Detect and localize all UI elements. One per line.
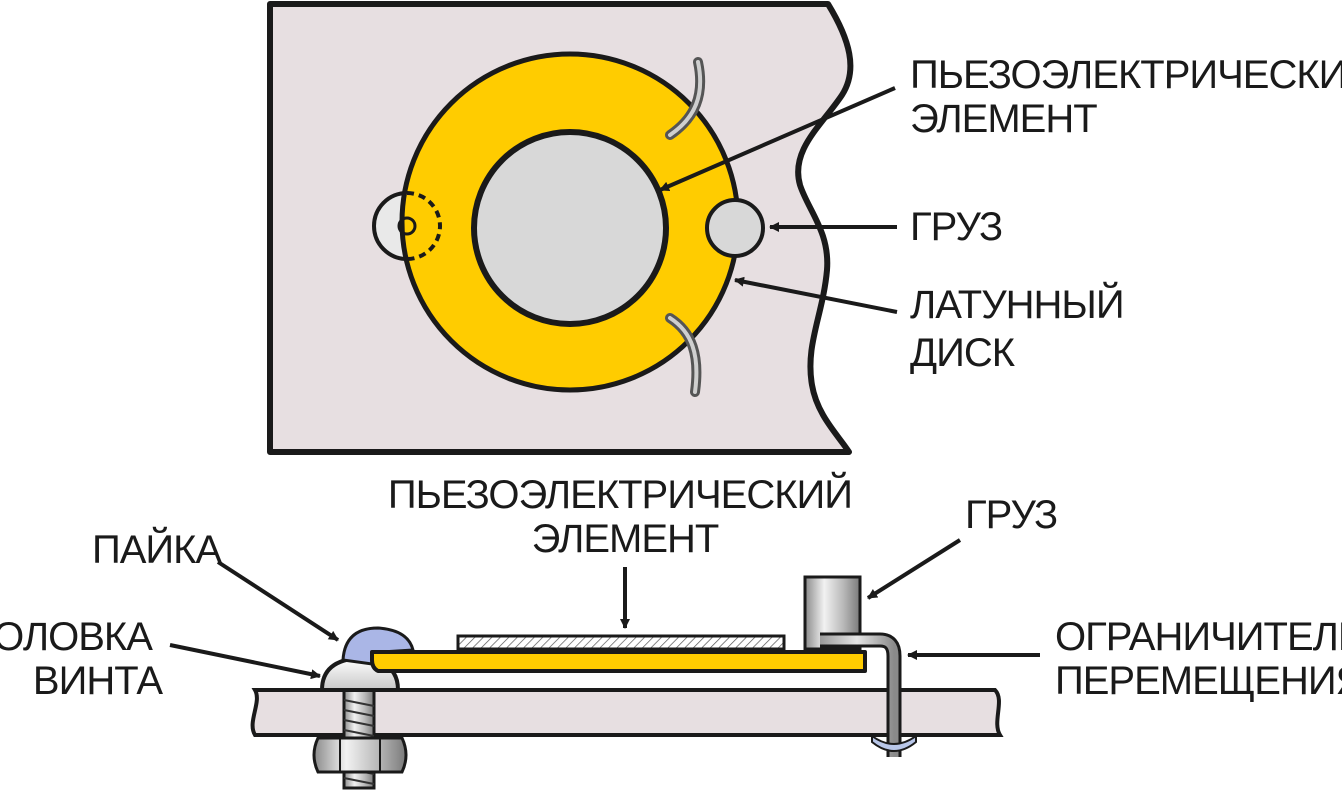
side-base-plate xyxy=(250,688,1004,737)
top-view: ПЬЕЗОЭЛЕКТРИЧЕСКИЙ ЭЛЕМЕНТ ГРУЗ ЛАТУННЫЙ… xyxy=(267,1,1342,455)
top-piezo-label: ПЬЕЗОЭЛЕКТРИЧЕСКИЙ ЭЛЕМЕНТ xyxy=(910,51,1342,141)
side-solder-arrow xyxy=(216,560,340,642)
side-limiter-label: ОГРАНИЧИТЕЛЬ ПЕРЕМЕЩЕНИЯ xyxy=(1055,615,1342,703)
top-screw-hole xyxy=(397,216,417,236)
side-weight-arrow xyxy=(866,538,962,600)
side-brass-disc xyxy=(370,650,867,673)
top-weight-label: ГРУЗ xyxy=(910,205,1002,249)
top-piezo-element xyxy=(471,129,669,327)
top-weight xyxy=(705,198,765,258)
side-view: ПЬЕЗОЭЛЕКТРИЧЕСКИЙ ЭЛЕМЕНТ ГРУЗ ПАЙКА ГО… xyxy=(0,471,1342,790)
side-piezo-element xyxy=(456,634,786,651)
side-solder-label: ПАЙКА xyxy=(92,526,222,572)
side-screw-head-label: ГОЛОВКА ВИНТА xyxy=(0,615,163,703)
side-limiter-fill xyxy=(820,635,899,757)
top-screw-hidden-edge xyxy=(406,191,442,261)
side-screw-head-arrow xyxy=(169,643,321,680)
top-limiter-upper-highlight xyxy=(668,60,703,137)
side-weight-label: ГРУЗ xyxy=(965,493,1057,537)
side-limiter-foot xyxy=(871,734,917,752)
side-piezo-label: ПЬЕЗОЭЛЕКТРИЧЕСКИЙ ЭЛЕМЕНТ xyxy=(388,471,862,561)
top-piezo-arrow xyxy=(659,86,896,192)
side-nut xyxy=(312,736,408,774)
top-limiter-lower-highlight xyxy=(668,316,699,394)
top-brass-label: ЛАТУННЫЙ ДИСК xyxy=(910,281,1134,375)
top-brass-arrow xyxy=(734,276,898,314)
